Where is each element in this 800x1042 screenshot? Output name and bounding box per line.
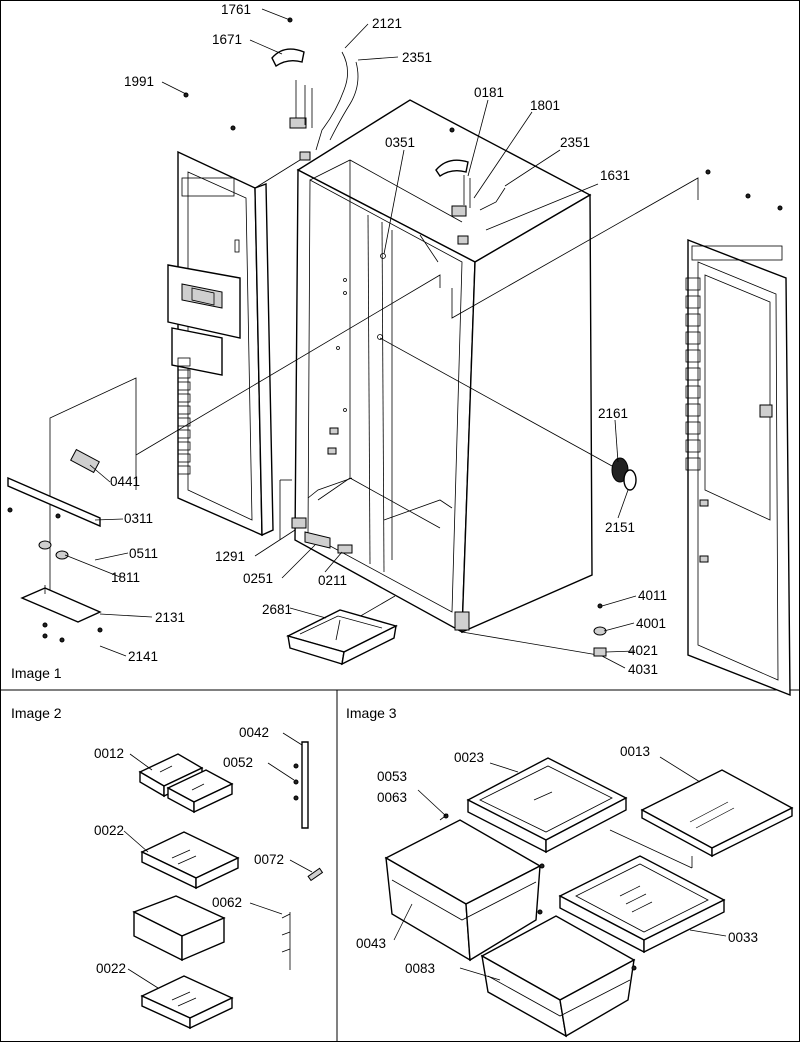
callouts-image2: Image 2 0012 0042 0052 0022 0072 0062 00…: [11, 705, 284, 976]
frame-0023: [466, 757, 628, 854]
tray-0022-lower: [140, 975, 234, 1030]
fresh-food-door: [685, 238, 791, 697]
callout-2681: 2681: [262, 602, 292, 617]
fresh-food-door-bins: [685, 277, 701, 471]
tray-0022-upper: [140, 831, 240, 890]
callouts-image1: 1761 1671 2121 2351 1991 0181 1801 0351 …: [11, 2, 667, 681]
image2-parts: [132, 741, 324, 1030]
leader-lines-image1: [64, 8, 637, 669]
callout-4001: 4001: [636, 616, 666, 631]
crisper-0083: [480, 915, 636, 1038]
callout-0052: 0052: [223, 755, 253, 770]
callout-2351-top: 2351: [402, 50, 432, 65]
shelf-0013: [640, 769, 794, 858]
callout-4031: 4031: [628, 662, 658, 677]
callout-0042: 0042: [239, 725, 269, 740]
callout-1801: 1801: [530, 98, 560, 113]
cabinet: [294, 99, 593, 634]
callout-0211: 0211: [318, 573, 347, 588]
callout-0043: 0043: [356, 936, 386, 951]
drain-pan: [286, 609, 398, 666]
shelf-0033: [558, 855, 726, 954]
crisper-0043: [384, 819, 542, 962]
callout-0022-lower: 0022: [96, 961, 126, 976]
tray-0012-right: [166, 769, 234, 814]
assembly-lines: [49, 159, 699, 656]
bin-middle: [132, 895, 226, 962]
callout-0311: 0311: [124, 511, 153, 526]
callout-0062: 0062: [212, 895, 242, 910]
callout-0033: 0033: [728, 930, 758, 945]
freezer-door-bins: [177, 357, 191, 475]
callout-1761: 1761: [221, 2, 251, 17]
callout-1631: 1631: [600, 168, 630, 183]
callout-1991: 1991: [124, 74, 154, 89]
callout-0511: 0511: [129, 546, 158, 561]
callout-4011: 4011: [638, 588, 667, 603]
callout-4021: 4021: [628, 643, 658, 658]
callout-2121: 2121: [372, 16, 402, 31]
leader-lines-image2: [123, 732, 313, 989]
callout-0023: 0023: [454, 750, 484, 765]
callout-2351-right: 2351: [560, 135, 590, 150]
callout-0022-upper: 0022: [94, 823, 124, 838]
callout-2131: 2131: [155, 610, 185, 625]
freezer-door: [167, 150, 274, 537]
callout-0013: 0013: [620, 744, 650, 759]
callout-0181: 0181: [474, 85, 504, 100]
callout-1811: 1811: [111, 570, 140, 585]
callout-0053: 0053: [377, 769, 407, 784]
callout-0251: 0251: [243, 571, 273, 586]
callout-2141: 2141: [128, 649, 158, 664]
callout-2151: 2151: [605, 520, 635, 535]
callout-0083: 0083: [405, 961, 435, 976]
callout-0012: 0012: [94, 746, 124, 761]
callout-2161: 2161: [598, 406, 628, 421]
panel-title-image1: Image 1: [11, 665, 62, 681]
image3-parts: [384, 757, 794, 1038]
callout-1291: 1291: [215, 549, 245, 564]
callout-0351: 0351: [385, 135, 415, 150]
callout-0063: 0063: [377, 790, 407, 805]
callout-1671: 1671: [212, 32, 242, 47]
callout-0072: 0072: [254, 852, 284, 867]
panel-title-image3: Image 3: [346, 705, 397, 721]
callouts-image3: Image 3 0023 0013 0053 0063 0043 0033 00…: [346, 705, 758, 976]
callout-0441: 0441: [110, 474, 140, 489]
leader-lines-image3: [393, 756, 727, 981]
panel-title-image2: Image 2: [11, 705, 62, 721]
